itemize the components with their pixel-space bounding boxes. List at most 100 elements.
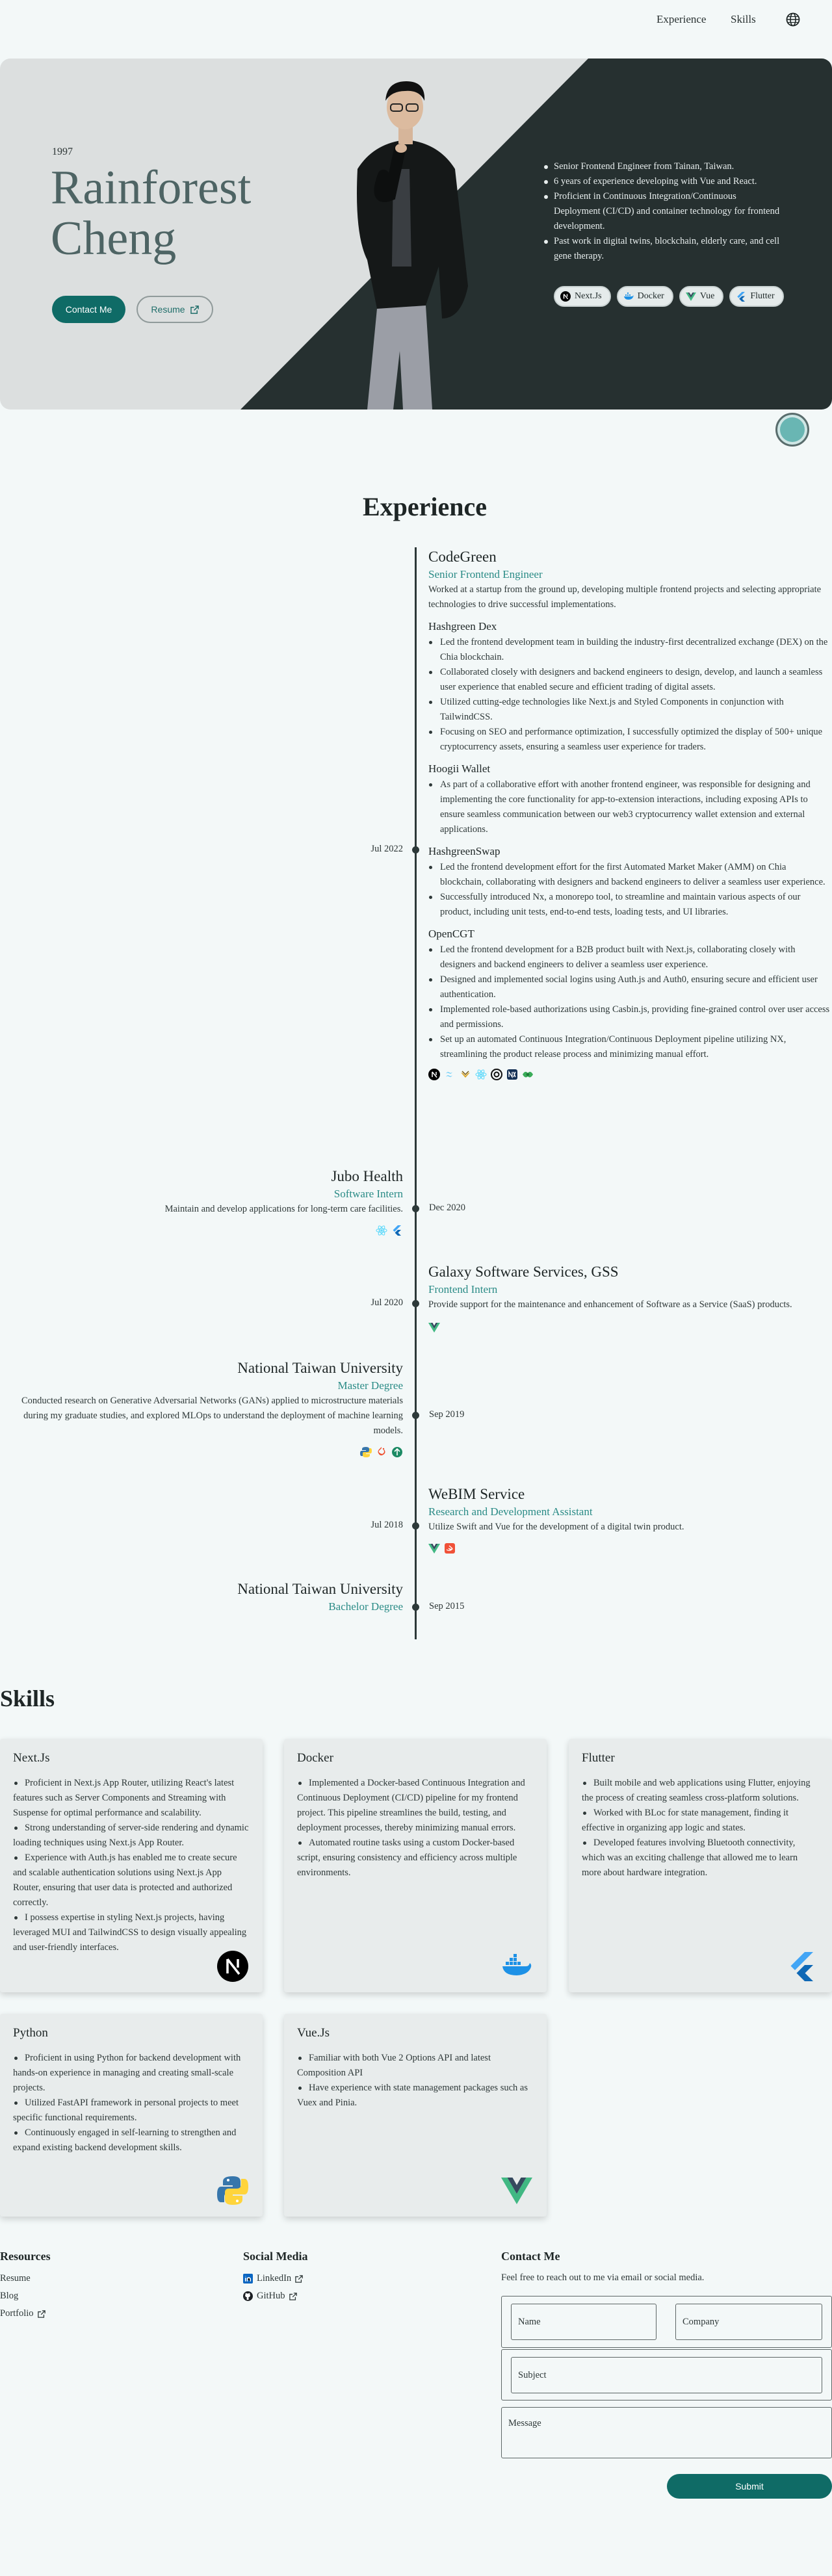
chip-vue[interactable]: Vue (679, 286, 724, 307)
hero-section: 1997 Rainforest Cheng Contact Me Resume … (0, 59, 832, 410)
submit-button[interactable]: Submit (667, 2474, 832, 2499)
contact-me-button[interactable]: Contact Me (52, 296, 125, 323)
skill-bullet: Strong understanding of server-side rend… (13, 1821, 250, 1851)
skill-bullet: Utilized FastAPI framework in personal p… (13, 2096, 250, 2126)
birth-year: 1997 (52, 146, 73, 157)
flutter-icon (737, 292, 746, 302)
skill-bullets: Built mobile and web applications using … (582, 1776, 819, 1880)
linkedin-link[interactable]: LinkedIn (243, 2273, 303, 2284)
chip-flutter[interactable]: Flutter (729, 286, 784, 307)
project-bullet: Led the frontend development effort for … (428, 860, 832, 890)
company-name: Galaxy Software Services, GSS (428, 1264, 619, 1280)
project-bullet: Led the frontend development team in bui… (428, 635, 832, 665)
message-field[interactable]: Message (501, 2407, 832, 2458)
external-link-icon (289, 2292, 297, 2300)
skill-bullet: Implemented a Docker-based Continuous In… (297, 1776, 534, 1836)
experience-summary: Utilize Swift and Vue for the developmen… (428, 1522, 684, 1532)
hero-point: Proficient in Continuous Integration/Con… (543, 189, 783, 234)
skill-name: Docker (297, 1751, 333, 1765)
chip-nextjs[interactable]: Next.Js (554, 286, 611, 307)
skill-card-flutter: Flutter Built mobile and web application… (569, 1739, 832, 1992)
job-role: Software Intern (333, 1188, 403, 1200)
portfolio-link[interactable]: Portfolio (0, 2308, 46, 2319)
skill-bullets: Proficient in Next.js App Router, utiliz… (13, 1776, 250, 1955)
project-bullet: Designed and implemented social logins u… (428, 972, 832, 1002)
top-nav: Experience Skills (0, 0, 832, 42)
skill-bullets: Familiar with both Vue 2 Options API and… (297, 2051, 534, 2111)
vue-icon (428, 1323, 440, 1333)
github-link[interactable]: GitHub (243, 2291, 297, 2302)
company-name: National Taiwan University (237, 1581, 403, 1597)
hero-name-first: Rainforest (51, 161, 252, 215)
skill-name: Next.Js (13, 1751, 50, 1765)
company-name: WeBIM Service (428, 1486, 525, 1502)
skill-bullet: Continuously engaged in self-learning to… (13, 2126, 250, 2155)
job-role: Research and Development Assistant (428, 1505, 593, 1518)
skill-card-vuejs: Vue.Js Familiar with both Vue 2 Options … (284, 2014, 547, 2217)
experience-summary: Provide support for the maintenance and … (428, 1299, 792, 1310)
docker-icon (623, 293, 634, 300)
react-icon (475, 1069, 487, 1080)
resume-button[interactable]: Resume (136, 296, 213, 323)
portrait-photo (357, 81, 468, 410)
project-bullet: Utilized cutting-edge technologies like … (428, 695, 832, 725)
experience-title: Experience (363, 492, 488, 521)
skill-bullet: Developed features involving Bluetooth c… (582, 1836, 819, 1880)
tailwind-icon (446, 1072, 452, 1077)
globe-icon[interactable] (785, 12, 801, 27)
skill-card-docker: Docker Implemented a Docker-based Contin… (284, 1739, 547, 1992)
chip-label: Docker (637, 291, 664, 301)
linkedin-icon (243, 2274, 253, 2283)
subject-field[interactable]: Subject (511, 2357, 822, 2393)
experience-codegreen: CodeGreen Senior Frontend Engineer Worke… (428, 547, 832, 1080)
timeline-dot (412, 1300, 419, 1307)
experience-gss: Galaxy Software Services, GSS Frontend I… (428, 1262, 832, 1333)
chip-docker[interactable]: Docker (616, 286, 673, 307)
experience-summary: Maintain and develop applications for lo… (164, 1204, 403, 1214)
resume-button-label: Resume (151, 304, 185, 315)
python-icon (360, 1447, 372, 1457)
tech-icons (428, 1069, 832, 1080)
skill-bullet: Proficient in using Python for backend d… (13, 2051, 250, 2096)
blog-link-label: Blog (0, 2291, 19, 2301)
job-role: Bachelor Degree (328, 1600, 403, 1613)
hero-point: Past work in digital twins, blockchain, … (543, 234, 783, 264)
external-link-icon (190, 305, 199, 314)
openai-icon (491, 1069, 502, 1080)
skill-bullet: Worked with BLoc for state management, f… (582, 1806, 819, 1836)
skill-bullet: Proficient in Next.js App Router, utiliz… (13, 1776, 250, 1821)
portfolio-link-label: Portfolio (0, 2308, 34, 2319)
flutter-icon (393, 1225, 401, 1236)
nav-skills-link[interactable]: Skills (731, 13, 756, 25)
company-name: Jubo Health (331, 1168, 403, 1184)
resume-link[interactable]: Resume (0, 2273, 31, 2284)
project-bullet: Implemented role-based authorizations us… (428, 1002, 832, 1032)
nav-experience-link[interactable]: Experience (656, 13, 707, 25)
timeline-dot (412, 1412, 419, 1419)
project-name: Hashgreen Dex (428, 620, 497, 632)
external-link-icon (37, 2309, 46, 2318)
scroll-indicator-button[interactable] (775, 413, 809, 447)
name-field[interactable]: Name (511, 2304, 656, 2340)
react-icon (376, 1225, 387, 1236)
chia-icon (523, 1071, 533, 1078)
skill-bullets: Implemented a Docker-based Continuous In… (297, 1776, 534, 1880)
date-ntu-bachelor: Sep 2015 (429, 1601, 465, 1611)
timeline-dot (412, 1604, 419, 1611)
blog-link[interactable]: Blog (0, 2291, 18, 2302)
company-name: CodeGreen (428, 549, 497, 565)
hero-summary-list: Senior Frontend Engineer from Tainan, Ta… (543, 159, 783, 264)
vue-icon (501, 2178, 532, 2204)
tech-icons (0, 1446, 403, 1458)
skill-bullet: Automated routine tasks using a custom D… (297, 1836, 534, 1880)
timeline-dot (412, 1205, 419, 1212)
company-field[interactable]: Company (675, 2304, 822, 2340)
project-bullet: Successfully introduced Nx, a monorepo t… (428, 890, 832, 920)
project-bullet: Collaborated closely with designers and … (428, 665, 832, 695)
skill-bullet: Built mobile and web applications using … (582, 1776, 819, 1806)
skills-title: Skills (0, 1685, 55, 1711)
tech-icons (428, 1321, 832, 1333)
nextjs-icon (217, 1951, 248, 1982)
contact-title: Contact Me (501, 2250, 560, 2263)
experience-jubo-health: Jubo Health Software Intern Maintain and… (0, 1167, 403, 1236)
